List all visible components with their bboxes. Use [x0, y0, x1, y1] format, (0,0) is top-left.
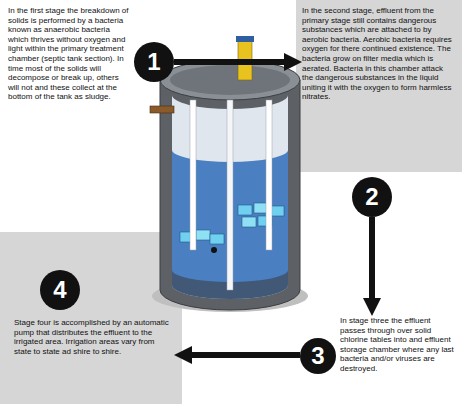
description-text: In stage three the effluent passes throu…	[340, 316, 456, 374]
flow-arrow	[192, 352, 300, 358]
description-text: In the second stage, effluent from the p…	[302, 6, 456, 102]
inlet-pipe	[150, 106, 174, 113]
description-text: Stage four is accomplished by an automat…	[14, 318, 174, 356]
tank-body	[160, 80, 300, 310]
pump-float	[211, 247, 217, 253]
tank-illustration	[150, 36, 308, 312]
stage-text: In stage three the effluent passes throu…	[340, 316, 456, 376]
stage-number: 1	[134, 42, 174, 82]
pipe	[266, 100, 272, 250]
pipe	[190, 100, 196, 250]
stage-number: 3	[300, 338, 336, 374]
stage-number: 4	[40, 270, 80, 310]
stage-text: In the second stage, effluent from the p…	[302, 6, 456, 104]
grey-panel	[0, 232, 182, 404]
tank-interior	[172, 95, 288, 299]
description-text: In the first stage the breakdown of soli…	[8, 6, 130, 102]
stage-number: 2	[352, 177, 392, 217]
tank-opening	[170, 65, 290, 95]
stage-text: Stage four is accomplished by an automat…	[14, 318, 174, 359]
tank-rim	[160, 60, 300, 100]
callout-number: 1	[147, 50, 160, 74]
callout-number: 4	[53, 278, 66, 302]
flow-arrow	[369, 217, 375, 298]
flow-arrow	[174, 59, 284, 65]
chamber-wall	[227, 100, 233, 290]
stage-text: In the first stage the breakdown of soli…	[8, 6, 130, 104]
grey-panel	[296, 0, 462, 172]
pump-cap	[236, 36, 254, 42]
callout-number: 2	[365, 185, 378, 209]
callout-number: 3	[311, 344, 324, 368]
